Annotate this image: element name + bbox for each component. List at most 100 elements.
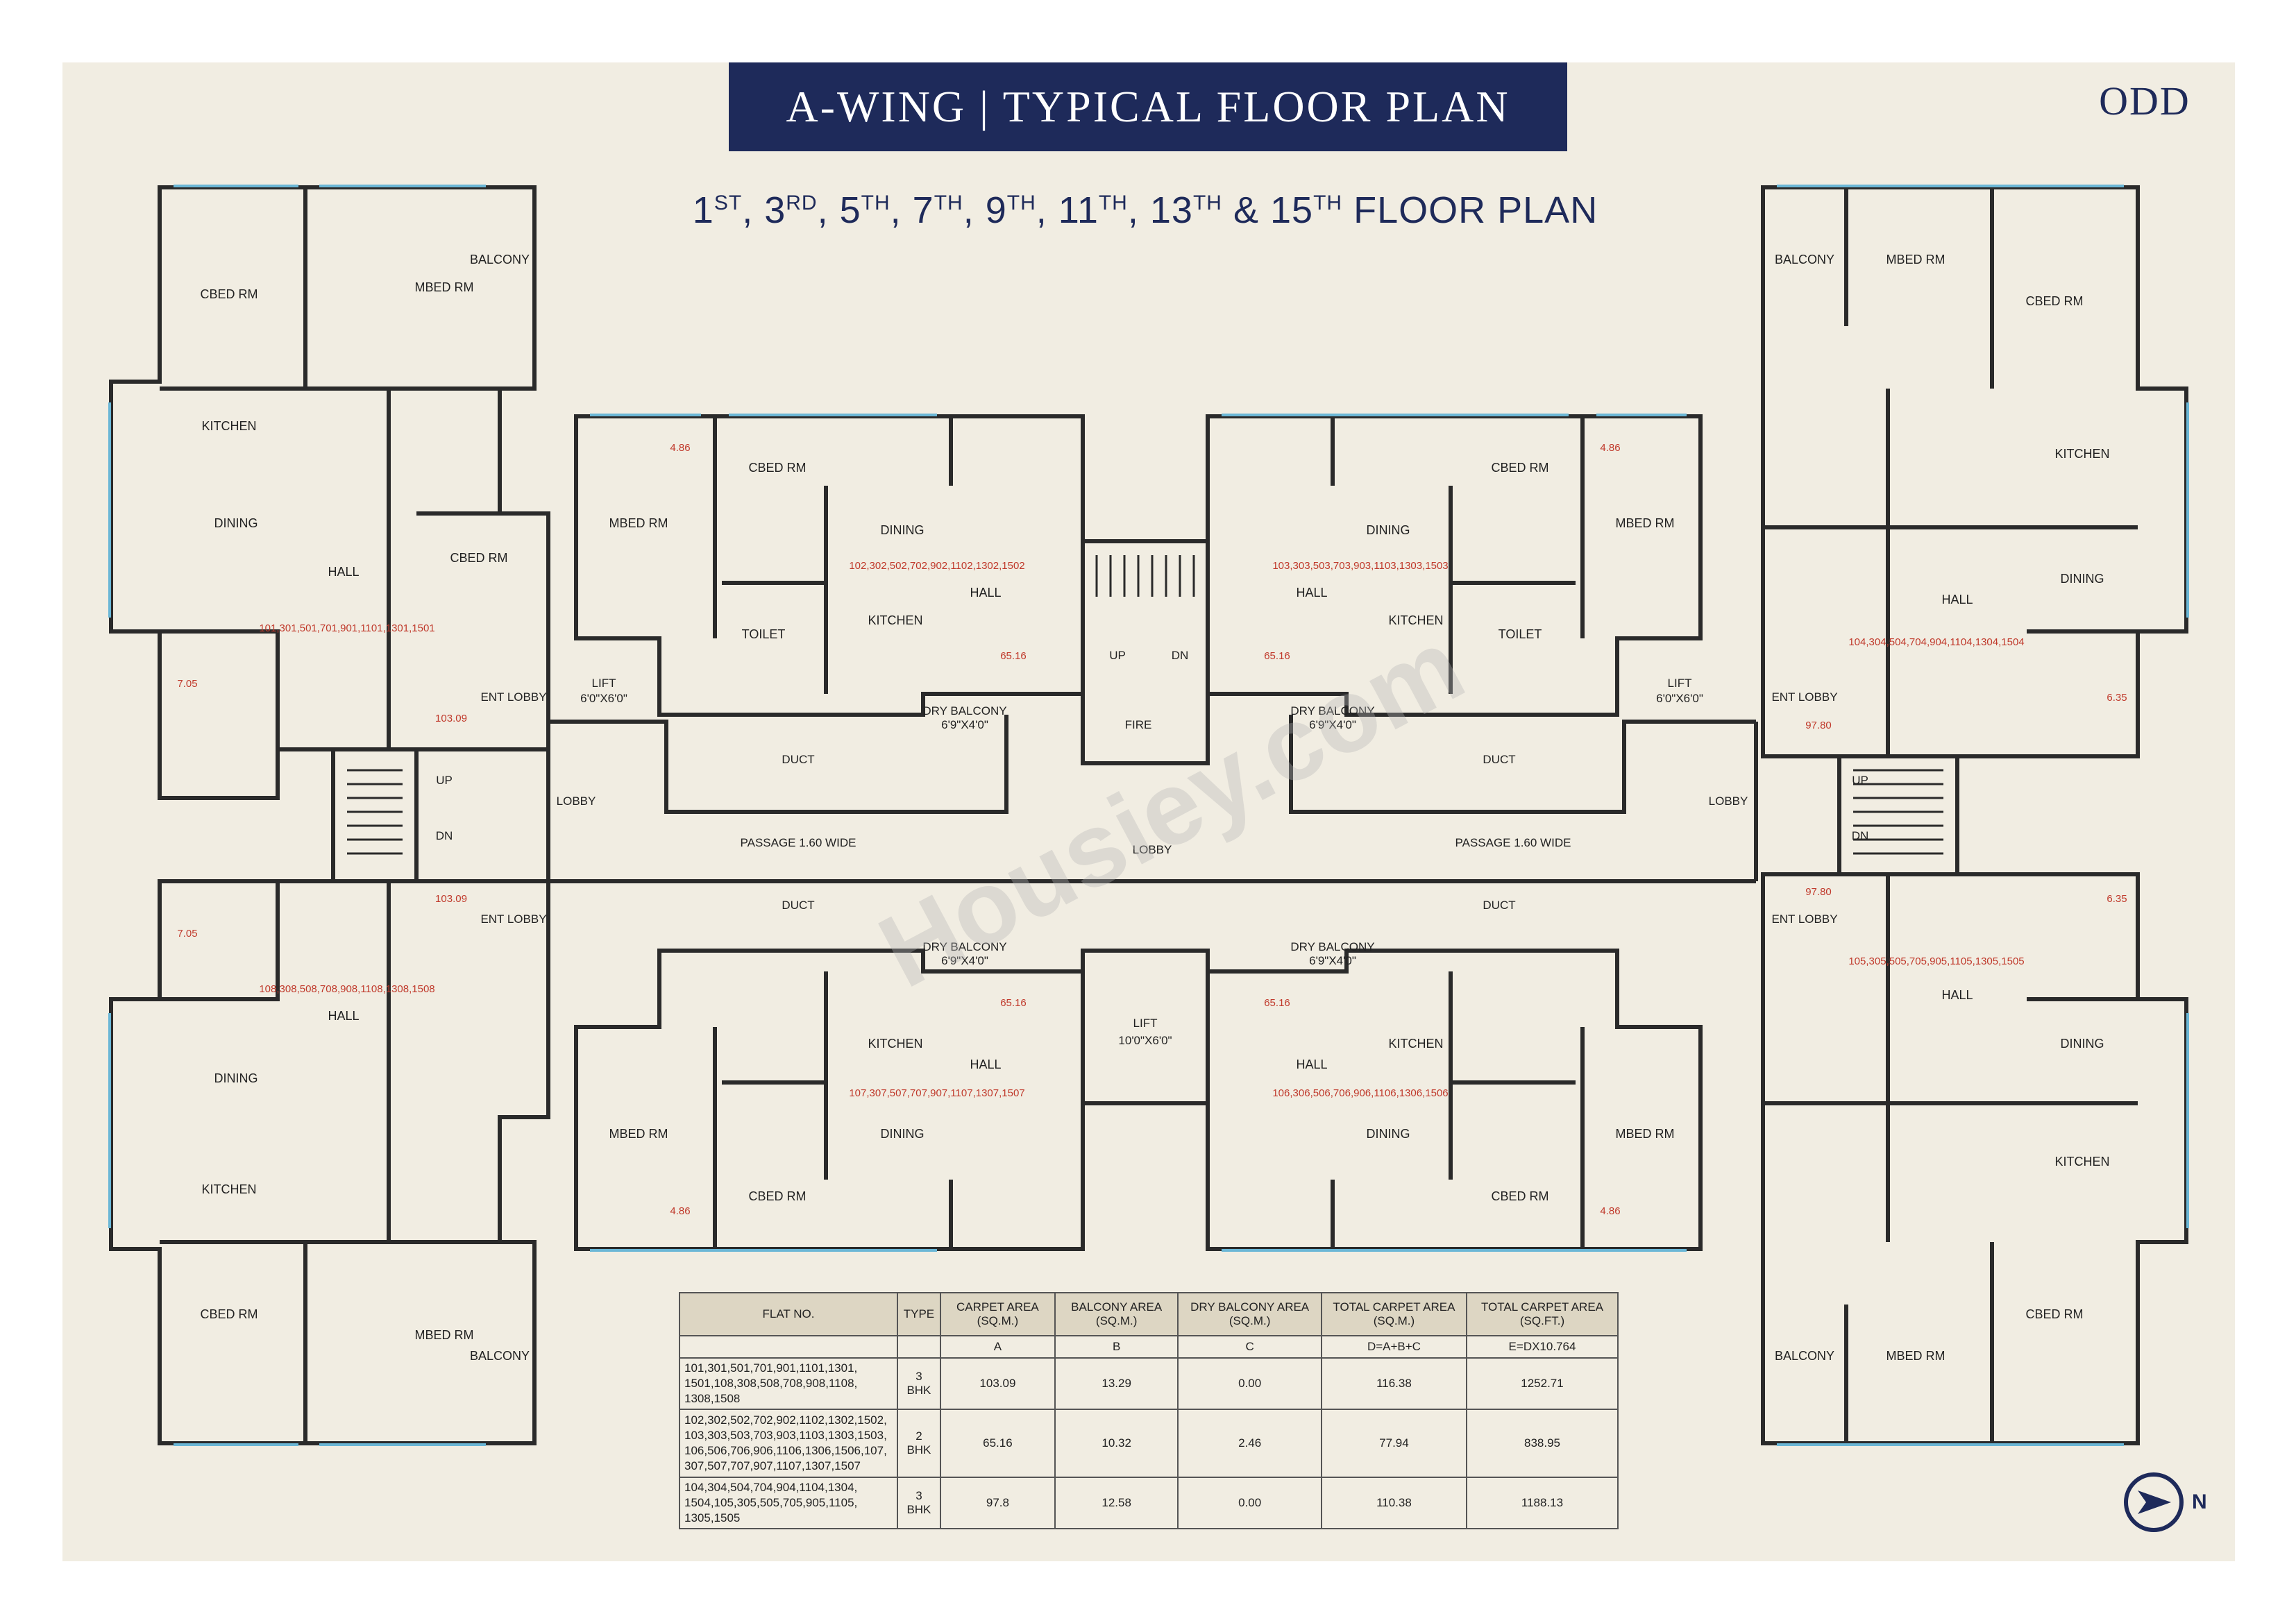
ent-lobby-u-d: ENT LOBBY — [1771, 690, 1837, 704]
lobby-center: LOBBY — [1133, 843, 1172, 856]
dry-balcony-upper-left: DRY BALCONY — [922, 704, 1006, 717]
floor-5-sup: TH — [861, 192, 890, 214]
cell-flats: 102,302,502,702,902,1102,1302,1502, 103,… — [679, 1409, 898, 1478]
label-balcony-u-h: BALCONY — [470, 1349, 530, 1363]
balcony-area-u-b: 4.86 — [670, 442, 690, 454]
dry-balcony-upper-right-size: 6'9"X4'0" — [1309, 718, 1356, 731]
table-row: 101,301,501,701,901,1101,1301, 1501,108,… — [679, 1357, 1619, 1411]
passage-left: PASSAGE 1.60 WIDE — [741, 836, 856, 849]
cell-b: 10.32 — [1054, 1409, 1179, 1478]
balcony-area-u-d: 6.35 — [2107, 692, 2127, 704]
floor-9-sup: TH — [1006, 192, 1036, 214]
label-hall-u-h: HALL — [328, 1009, 359, 1023]
label-balcony-u-d: BALCONY — [1775, 253, 1834, 266]
label-dining-u-h: DINING — [214, 1071, 258, 1085]
stair-treads — [347, 555, 1943, 855]
ent-lobby-u-h: ENT LOBBY — [480, 912, 546, 926]
area-u-f: 65.16 — [1264, 997, 1290, 1009]
col-type: TYPE — [897, 1292, 941, 1336]
balcony-area-u-h: 7.05 — [177, 928, 197, 940]
label-cbed-rm-u-g: CBED RM — [748, 1189, 806, 1203]
flats-u-d: 104,304,504,704,904,1104,1304,1504 — [1848, 636, 2024, 648]
label-kitchen-u-e: KITCHEN — [2054, 1155, 2109, 1169]
area-u-g: 65.16 — [1000, 997, 1027, 1009]
cell-a: 103.09 — [939, 1357, 1056, 1411]
label-mbed-rm-u-c: MBED RM — [1616, 516, 1675, 530]
cell-e: 838.95 — [1466, 1409, 1619, 1478]
flats-u-h: 108,308,508,708,908,1108,1308,1508 — [259, 983, 434, 995]
label-cbed-rm-u-b: CBED RM — [748, 461, 806, 475]
ent-lobby-u-a: ENT LOBBY — [480, 690, 546, 704]
balcony-area-u-c: 4.86 — [1600, 442, 1620, 454]
label-kitchen-u-f: KITCHEN — [1388, 1037, 1443, 1051]
sub-d: D=A+B+C — [1320, 1335, 1468, 1359]
lift-center: LIFT — [1133, 1017, 1158, 1030]
cell-d: 77.94 — [1320, 1409, 1468, 1478]
sub-type — [897, 1335, 941, 1359]
label-hall-u-f: HALL — [1296, 1057, 1327, 1071]
col-total-sqft: TOTAL CARPET AREA (SQ.FT.) — [1466, 1292, 1619, 1336]
flats-u-g: 107,307,507,707,907,1107,1307,1507 — [849, 1087, 1024, 1099]
label-mbed-rm-u-d: MBED RM — [1886, 253, 1945, 266]
area-u-c: 65.16 — [1264, 650, 1290, 662]
stair-up-left: UP — [436, 774, 453, 787]
page-title: A-WING | TYPICAL FLOOR PLAN — [729, 62, 1567, 151]
floor-1-sup: ST — [714, 192, 743, 214]
col-total-sqm: TOTAL CARPET AREA (SQ.M.) — [1320, 1292, 1468, 1336]
sub-flat-no — [679, 1335, 898, 1359]
stair-dn-right: DN — [1852, 829, 1869, 842]
common-labels: PASSAGE 1.60 WIDE PASSAGE 1.60 WIDE LOBB… — [436, 649, 1869, 1047]
stair-dn-center: DN — [1172, 649, 1189, 662]
dry-balcony-lower-left-size: 6'9"X4'0" — [941, 954, 988, 967]
label-hall-u-d: HALL — [1941, 593, 1973, 606]
label-toilet-u-b: TOILET — [742, 627, 786, 641]
area-u-d: 97.80 — [1805, 720, 1832, 731]
balcony-area-u-a: 7.05 — [177, 678, 197, 690]
label-dining-u-g: DINING — [881, 1127, 925, 1141]
cell-c: 2.46 — [1177, 1409, 1322, 1478]
lift-right-size: 6'0"X6'0" — [1656, 692, 1703, 705]
label-dining-u-f: DINING — [1367, 1127, 1410, 1141]
label-cbed-rm-u-h: CBED RM — [200, 1307, 258, 1321]
duct-lower-left: DUCT — [782, 899, 814, 912]
floor-7-sup: TH — [934, 192, 963, 214]
label-mbed-rm-u-h: MBED RM — [415, 1328, 474, 1342]
table-row: 104,304,504,704,904,1104,1304, 1504,105,… — [679, 1476, 1619, 1530]
cell-flats: 104,304,504,704,904,1104,1304, 1504,105,… — [679, 1476, 898, 1530]
label-kitchen-u-b: KITCHEN — [868, 613, 922, 627]
label-balcony-u-e: BALCONY — [1775, 1349, 1834, 1363]
cell-flats: 101,301,501,701,901,1101,1301, 1501,108,… — [679, 1357, 898, 1411]
cell-type: 3 BHK — [897, 1476, 941, 1530]
floor-11-sup: TH — [1098, 192, 1128, 214]
sub-a: A — [939, 1335, 1056, 1359]
floor-13-sup: TH — [1192, 192, 1222, 214]
col-balcony-area: BALCONY AREA (SQ.M.) — [1054, 1292, 1179, 1336]
duct-upper-right: DUCT — [1483, 753, 1515, 766]
lift-left-size: 6'0"X6'0" — [580, 692, 627, 705]
label-dining-u-c: DINING — [1367, 523, 1410, 537]
duct-lower-right: DUCT — [1483, 899, 1515, 912]
floor-1: 1 — [692, 189, 714, 231]
label-mbed-rm-u-a: MBED RM — [415, 280, 474, 294]
cell-type: 3 BHK — [897, 1357, 941, 1411]
floor-list-subtitle: 1ST, 3RD, 5TH, 7TH, 9TH, 11TH, 13TH & 15… — [692, 189, 1598, 231]
label-hall-u-g: HALL — [970, 1057, 1001, 1071]
flats-u-e: 105,305,505,705,905,1105,1305,1505 — [1848, 955, 2024, 967]
dry-balcony-lower-right: DRY BALCONY — [1290, 940, 1374, 953]
area-u-h: 103.09 — [435, 893, 467, 905]
passage-right: PASSAGE 1.60 WIDE — [1455, 836, 1571, 849]
label-hall-u-e: HALL — [1941, 988, 1973, 1002]
dry-balcony-lower-right-size: 6'9"X4'0" — [1309, 954, 1356, 967]
floor-7: 7 — [912, 189, 934, 231]
label-dining-u-b: DINING — [881, 523, 925, 537]
floor-connector: & — [1233, 189, 1259, 231]
floor-15: 15 — [1270, 189, 1314, 231]
label-kitchen-u-a: KITCHEN — [201, 419, 256, 433]
flats-u-f: 106,306,506,706,906,1106,1306,1506 — [1272, 1087, 1448, 1099]
sub-c: C — [1177, 1335, 1322, 1359]
room-labels: HALL DINING KITCHEN MBED RM CBED RM CBED… — [200, 253, 2109, 1363]
north-label: N — [2192, 1490, 2207, 1513]
label-cbed-rm-u-e: CBED RM — [2025, 1307, 2083, 1321]
balcony-area-u-e: 6.35 — [2107, 893, 2127, 905]
